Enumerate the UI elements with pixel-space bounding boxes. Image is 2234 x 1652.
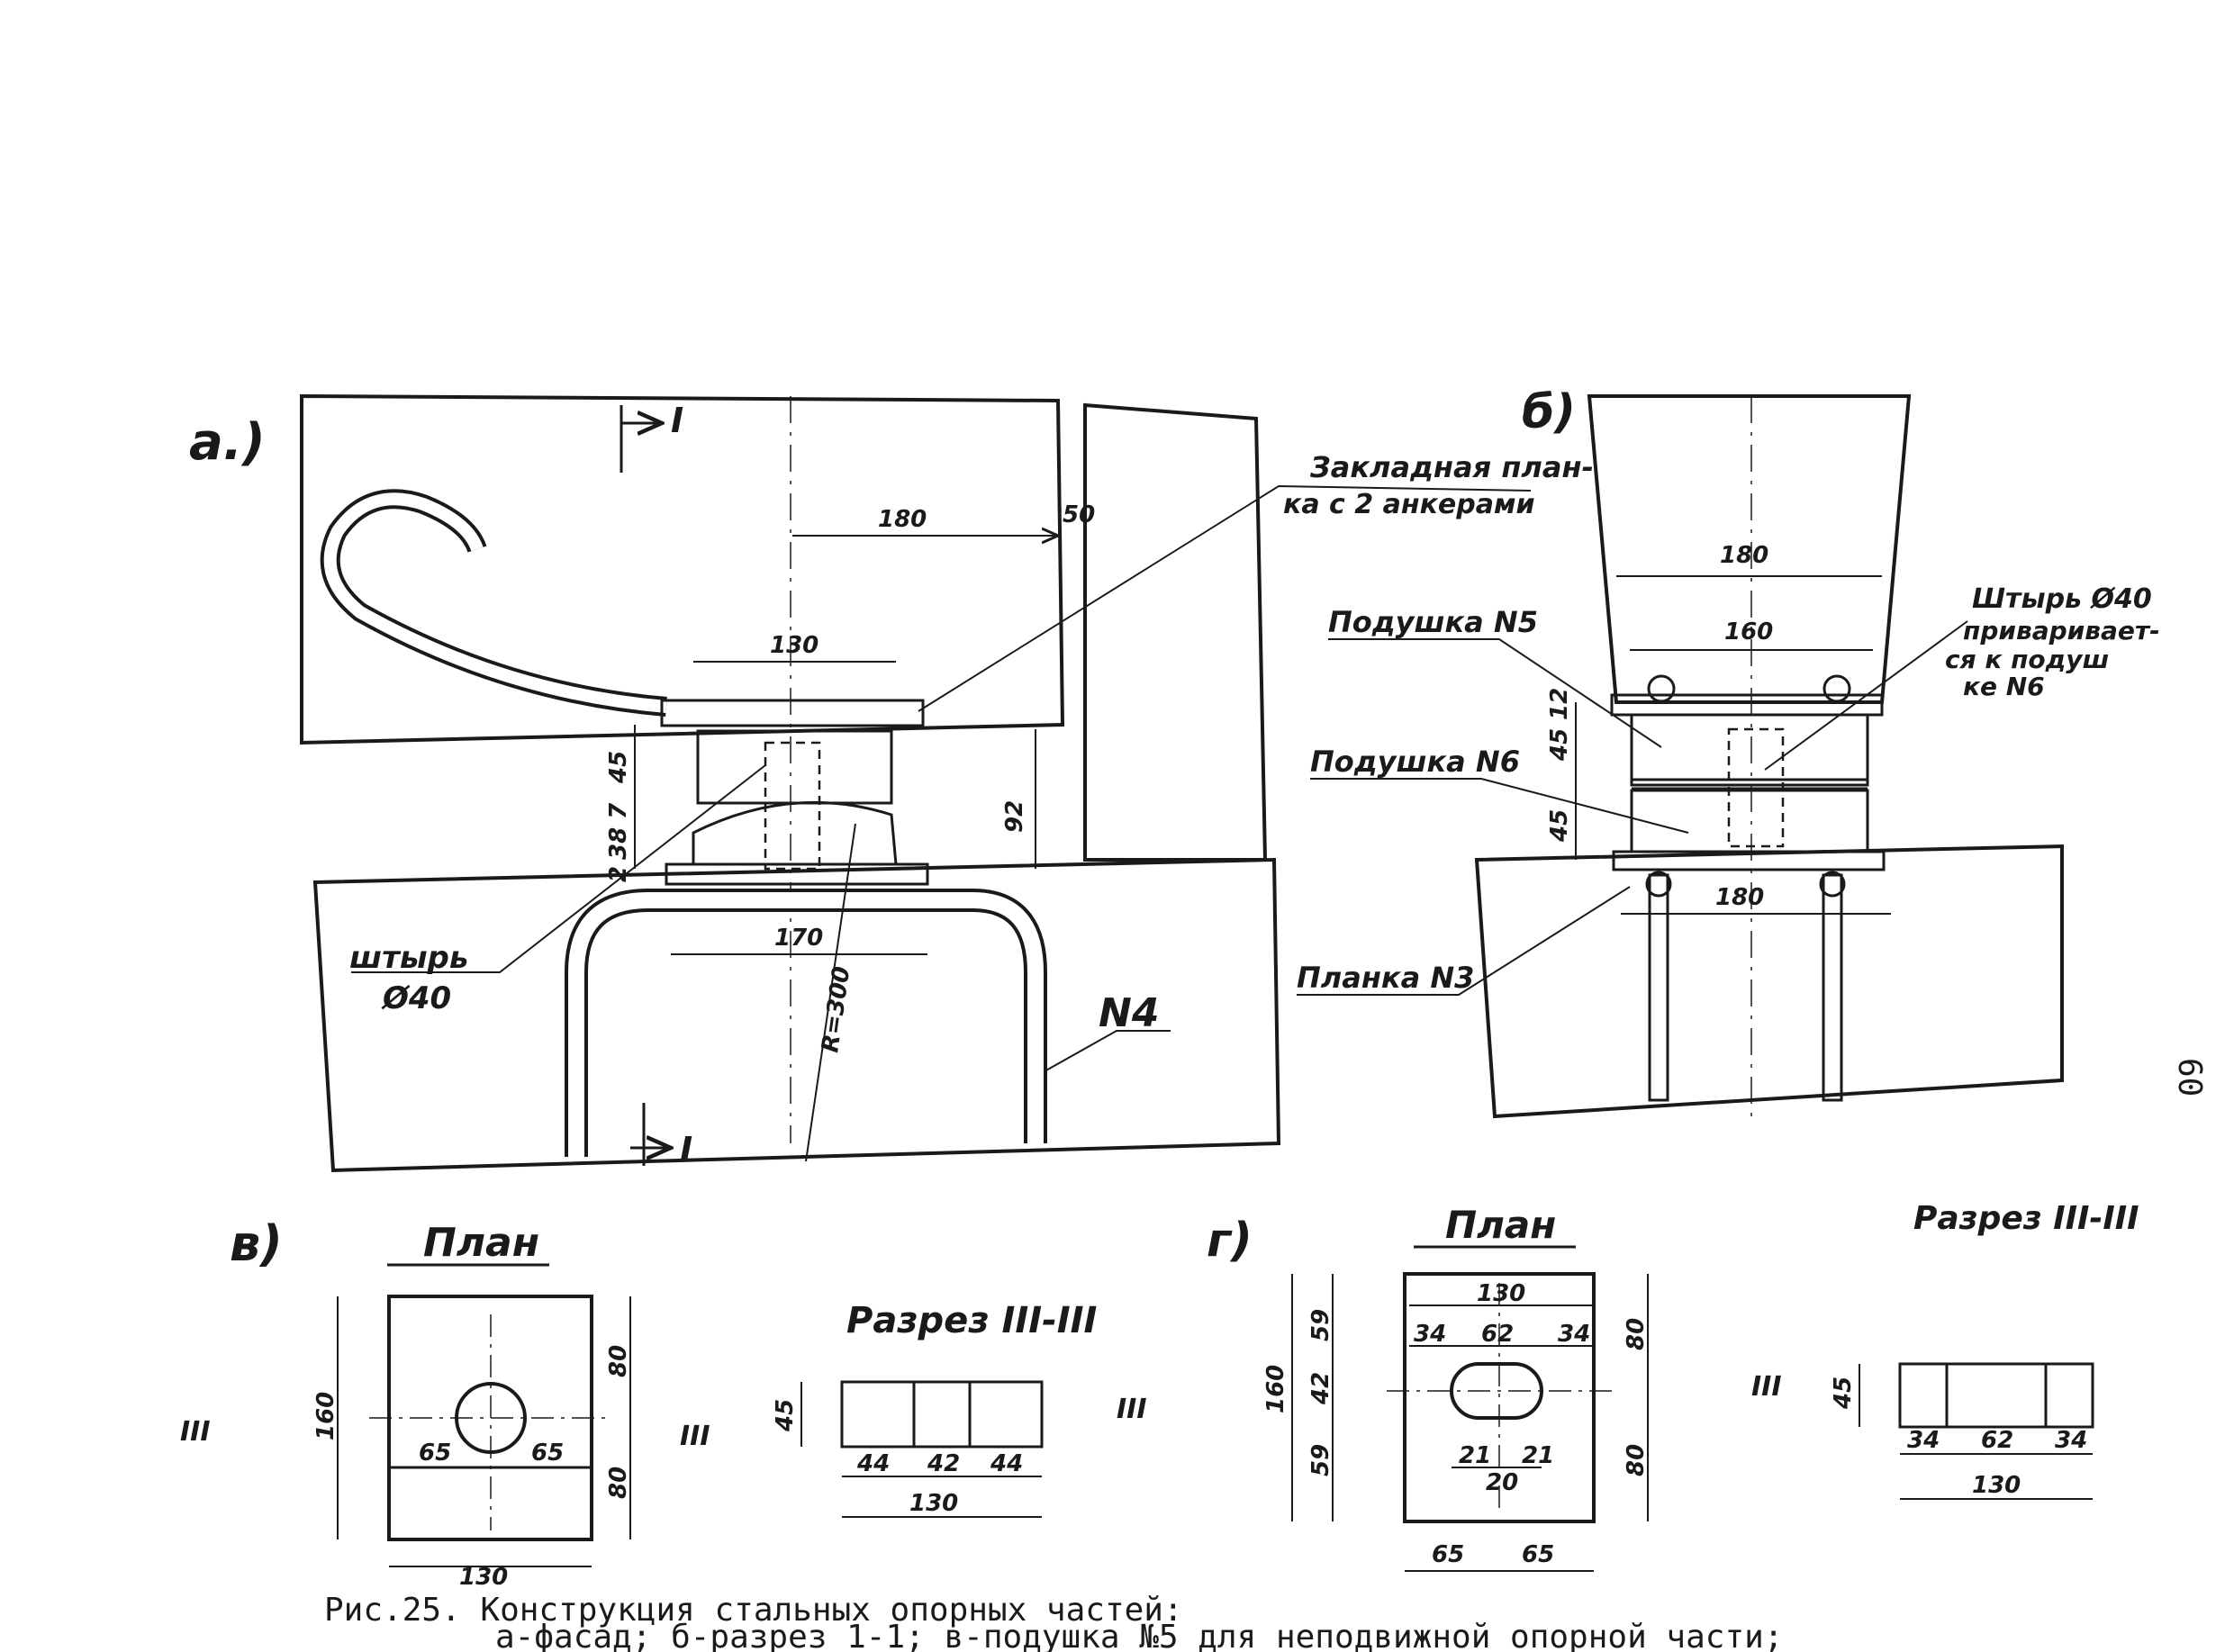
plan-g-20: 20 bbox=[1486, 1469, 1518, 1496]
dim-a-7: 7 bbox=[605, 802, 632, 819]
plan-g-160: 160 bbox=[1262, 1365, 1289, 1413]
label-pin-b-1: Штырь Ø40 bbox=[1972, 583, 2152, 615]
b-plate-3 bbox=[1612, 850, 1886, 871]
section-v-title: Разрез III-III bbox=[846, 1300, 1097, 1341]
label-pin-b-2: приваривает- bbox=[1963, 616, 2160, 645]
plan-g-130: 130 bbox=[1477, 1280, 1525, 1307]
caption-line-1: Рис.25. Конструкция стальных опорных час… bbox=[324, 1592, 1183, 1629]
b-cushion-5 bbox=[1630, 713, 1869, 787]
plan-v-130: 130 bbox=[459, 1564, 508, 1591]
section-v-45: 45 bbox=[772, 1399, 799, 1432]
section-g-45: 45 bbox=[1830, 1377, 1857, 1410]
section-g-62: 62 bbox=[1981, 1427, 2013, 1454]
plan-v-65a: 65 bbox=[419, 1440, 451, 1467]
plan-g-59a: 59 bbox=[1307, 1309, 1334, 1341]
dim-b-45a: 45 bbox=[1546, 728, 1573, 762]
section-g-130: 130 bbox=[1972, 1472, 2021, 1499]
right-column bbox=[1083, 402, 1268, 862]
section-mark-g-left: III bbox=[1117, 1394, 1147, 1425]
plan-g-65a: 65 bbox=[1432, 1541, 1464, 1568]
dim-a-38: 38 bbox=[605, 827, 632, 860]
dim-a-50: 50 bbox=[1063, 501, 1095, 528]
plan-g-outline bbox=[1403, 1272, 1596, 1523]
caption-line-2: а-фасад; б-разрез 1-1; в-подушка №5 для … bbox=[495, 1619, 1783, 1652]
plan-g-59b: 59 bbox=[1307, 1444, 1334, 1476]
plan-g-21a: 21 bbox=[1459, 1442, 1491, 1469]
panel-v-label: в) bbox=[230, 1215, 283, 1272]
label-n4: N4 bbox=[1099, 990, 1159, 1036]
plan-g-62: 62 bbox=[1481, 1321, 1514, 1348]
panel-b-section: б) 180 160 180 12 45 45 Подушка N5 Подуш… bbox=[1297, 385, 2160, 1119]
panel-g-cushion6: г) План 130 34 62 34 21 21 20 160 59 42 … bbox=[1117, 1200, 2139, 1572]
section-v-130: 130 bbox=[909, 1490, 958, 1517]
plan-g-42: 42 bbox=[1307, 1372, 1334, 1405]
dim-a-45: 45 bbox=[605, 751, 632, 784]
plan-g-65b: 65 bbox=[1522, 1541, 1554, 1568]
section-g-34b: 34 bbox=[2055, 1427, 2087, 1454]
dim-b-180-top: 180 bbox=[1720, 542, 1768, 569]
label-embedded-plate-2: ка с 2 анкерами bbox=[1283, 489, 1535, 520]
dim-a-180: 180 bbox=[878, 506, 927, 533]
panel-v-cushion5: в) План 160 80 80 65 65 130 III III Разр… bbox=[180, 1215, 1097, 1591]
panel-a-facade: a.) 180 50 130 170 9 bbox=[189, 393, 1594, 1173]
section-v-44a: 44 bbox=[856, 1450, 890, 1477]
section-mark-v-right: III bbox=[680, 1421, 710, 1452]
label-embedded-plate: Закладная план- bbox=[1309, 450, 1594, 484]
label-pin-b-4: ке N6 bbox=[1963, 672, 2045, 701]
label-pin-a: штырь bbox=[349, 940, 468, 976]
dim-a-170: 170 bbox=[774, 925, 823, 952]
label-plate3: Планка N3 bbox=[1297, 961, 1474, 995]
upper-beam bbox=[300, 393, 1065, 745]
label-pin-a-size: Ø40 bbox=[381, 980, 451, 1016]
section-v-44b: 44 bbox=[990, 1450, 1023, 1477]
upper-bearing-block bbox=[696, 729, 893, 805]
pin-dashed bbox=[764, 741, 821, 871]
plan-g-34a: 34 bbox=[1414, 1321, 1446, 1348]
panel-g-label: г) bbox=[1207, 1214, 1253, 1268]
plan-v-65b: 65 bbox=[531, 1440, 564, 1467]
page-number: 60 bbox=[2171, 1058, 2208, 1097]
section-mark-top: I bbox=[671, 401, 683, 440]
b-pier bbox=[1474, 844, 2064, 1119]
label-pin-b-3: ся к подуш bbox=[1945, 645, 2109, 674]
panel-b-label: б) bbox=[1522, 385, 1576, 439]
plan-g-title: План bbox=[1445, 1203, 1556, 1247]
dim-b-180-bottom: 180 bbox=[1715, 884, 1764, 911]
radius-label: R=300 bbox=[817, 965, 855, 1054]
lower-beam bbox=[312, 857, 1281, 1173]
plan-v-80b: 80 bbox=[605, 1467, 632, 1499]
dim-a-130: 130 bbox=[770, 632, 819, 659]
plan-g-34b: 34 bbox=[1558, 1321, 1590, 1348]
section-mark-bottom: I bbox=[680, 1130, 692, 1169]
label-cushion5: Подушка N5 bbox=[1328, 605, 1538, 639]
plan-v-80a: 80 bbox=[605, 1345, 632, 1377]
panel-a-label: a.) bbox=[189, 413, 266, 472]
embedded-plate-top bbox=[660, 699, 925, 727]
dim-b-45b: 45 bbox=[1546, 809, 1573, 843]
plan-v-title: План bbox=[423, 1220, 539, 1266]
plan-v-160: 160 bbox=[312, 1392, 339, 1440]
dim-b-160: 160 bbox=[1724, 618, 1773, 645]
dim-a-92: 92 bbox=[1001, 800, 1028, 833]
section-g-34a: 34 bbox=[1907, 1427, 1940, 1454]
rocker bbox=[692, 800, 898, 866]
section-mark-v-left: III bbox=[180, 1416, 211, 1448]
section-mark-g-right: III bbox=[1751, 1371, 1782, 1403]
section-g-title: Разрез III-III bbox=[1913, 1200, 2139, 1237]
plan-g-80a: 80 bbox=[1623, 1318, 1650, 1350]
b-cushion-6 bbox=[1630, 789, 1869, 853]
plan-g-80b: 80 bbox=[1623, 1444, 1650, 1476]
dim-b-12: 12 bbox=[1546, 688, 1573, 720]
dim-a-2: 2 bbox=[605, 866, 632, 882]
label-cushion6: Подушка N6 bbox=[1310, 745, 1520, 779]
section-v-42: 42 bbox=[927, 1450, 960, 1477]
plan-g-21b: 21 bbox=[1522, 1442, 1554, 1469]
lower-plate bbox=[665, 862, 929, 886]
